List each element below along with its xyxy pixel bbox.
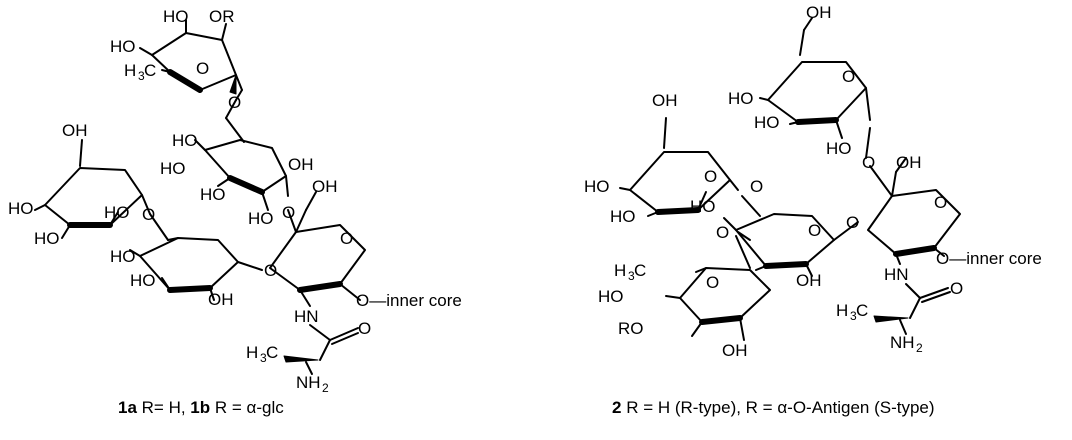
label2-oh-galnac: OH [896, 153, 922, 172]
label-ho-low-2: HO [130, 271, 156, 290]
structure-2-labels: OH HO HO O HO O OH HO HO O HO O O OH O O… [584, 3, 1042, 360]
label-o-link-3: O [264, 261, 277, 280]
label2-o-link-fuc: O [716, 223, 729, 242]
glucose-ring-top-2 [759, 17, 871, 159]
glucose-ring-left-2 [619, 117, 761, 217]
label-oh-low: OH [208, 290, 234, 309]
label2-o-ring-galnac: O [934, 193, 947, 212]
label2-h3c-c: C [634, 261, 646, 280]
label2-ho-center: HO [690, 197, 716, 216]
label2-o-ring-left: O [704, 167, 717, 186]
galnac-ring-1 [269, 191, 366, 375]
label2-o-link-center: O [846, 213, 859, 232]
label2-ho-fuc: HO [598, 287, 624, 306]
label-o-ring-top: O [196, 59, 209, 78]
label2-oh-top: OH [806, 3, 832, 22]
label-oh-left: OH [62, 121, 88, 140]
label2-oh-fuc: OH [722, 341, 748, 360]
glucose-ring-lower-1 [129, 237, 263, 301]
label-ho-mid-3: HO [200, 185, 226, 204]
glucose-ring-upper-1 [194, 117, 289, 211]
caption-1a-label: 1a [118, 398, 137, 417]
caption-2-text: R = H (R-type), R = α-O-Antigen (S-type) [621, 398, 935, 417]
label2-h3c-3-2: 3 [850, 309, 857, 323]
label2-nh-sub: 2 [916, 341, 923, 355]
label2-ho-top-2: HO [754, 113, 780, 132]
label-o-ring-galnac: O [340, 229, 353, 248]
label-o-link-1: O [228, 93, 241, 112]
label-h3c-3-2: 3 [260, 351, 267, 365]
label-nh-1: NH [296, 373, 321, 392]
galnac-ring-2 [867, 157, 961, 335]
label2-ho-top-3: HO [826, 139, 852, 158]
label2-ho-left-2: HO [610, 207, 636, 226]
label-o-link-4: O [282, 203, 295, 222]
label-o-amide-1: O [358, 319, 371, 338]
label2-h3c-h-2: H [836, 301, 848, 320]
label-h3c-h-2: H [246, 343, 258, 362]
label2-h3c-3: 3 [628, 269, 635, 283]
structure-1 [34, 19, 366, 375]
label2-ho-left-1: HO [584, 177, 610, 196]
label2-h3c-h: H [614, 261, 626, 280]
label-inner-core-1: O—inner core [356, 291, 462, 310]
label2-oh-center: OH [796, 271, 822, 290]
label-ho-mid-1: HO [172, 131, 198, 150]
glucose-ring-center-2 [723, 213, 859, 277]
label-h3c-c-2: C [266, 343, 278, 362]
label-ho-top: HO [163, 7, 189, 26]
label2-nh: NH [890, 333, 915, 352]
label-ho-mid-4: HO [248, 209, 274, 228]
label-o-link-2: O [142, 205, 155, 224]
label2-o-ring-center: O [808, 221, 821, 240]
label2-oh-left: OH [652, 91, 678, 110]
label2-o-link-left: O [750, 177, 763, 196]
label-ho-left-3: HO [104, 203, 130, 222]
label-ho-low-1: HO [110, 247, 136, 266]
structure-1-labels: HO OR HO H 3 C O O OH HO HO HO HO OH HO … [8, 7, 462, 395]
caption-2-label: 2 [612, 398, 622, 417]
label-ho-left-top: HO [110, 37, 136, 56]
caption-1a-text: R= H, [136, 398, 191, 417]
caption-structure-1: 1a R= H, 1b R = α-glc [118, 398, 284, 418]
label-or: OR [209, 7, 235, 26]
label-ho-left-2: HO [34, 229, 60, 248]
caption-structure-2: 2 R = H (R-type), R = α-O-Antigen (S-typ… [612, 398, 935, 418]
label2-o-ring-fuc: O [706, 273, 719, 292]
label-nh-sub-1: 2 [322, 381, 329, 395]
label2-inner-core: O—inner core [936, 249, 1042, 268]
label2-o-link-top: O [862, 153, 875, 172]
label-oh-galnac: OH [312, 177, 338, 196]
label-c: C [144, 61, 156, 80]
caption-1b-text: R = α-glc [210, 398, 284, 417]
glucose-ring-left-1 [34, 139, 169, 241]
label2-hn: HN [884, 265, 909, 284]
structure-2 [619, 17, 961, 341]
label2-h3c-c-2: C [856, 301, 868, 320]
label2-o-ring-top: O [842, 67, 855, 86]
label2-o-amide: O [950, 279, 963, 298]
label-oh-mid: OH [288, 155, 314, 174]
label2-ho-top-1: HO [728, 89, 754, 108]
label-ho-mid-2: HO [160, 159, 186, 178]
label-ho-left-1: HO [8, 199, 34, 218]
fucose-ring-2 [665, 235, 771, 341]
top-sugar-ring-1 [139, 19, 243, 119]
label-h: H [124, 61, 136, 80]
label2-ro: RO [618, 319, 644, 338]
label-hn-1: HN [294, 307, 319, 326]
label-sub3: 3 [138, 69, 145, 83]
caption-1b-label: 1b [190, 398, 211, 417]
